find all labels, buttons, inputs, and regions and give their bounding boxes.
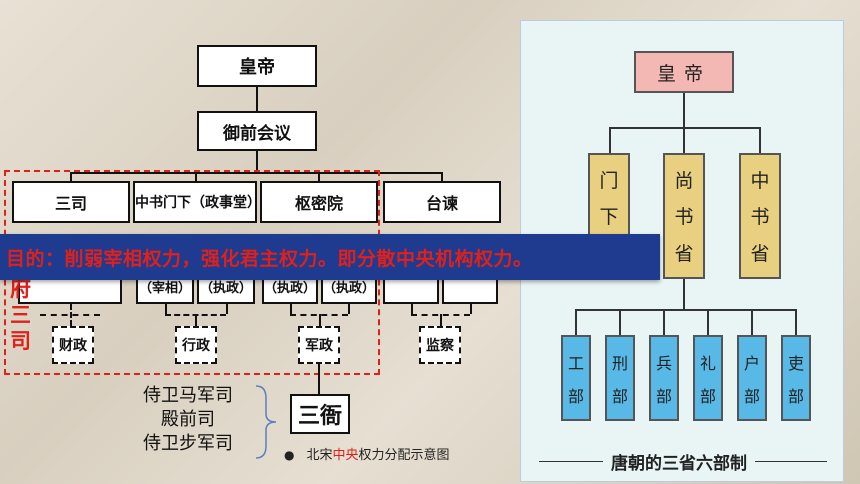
shumiyuan-box: 枢密院 (260, 181, 378, 223)
sub-label-zhizheng-3: （执政） (323, 280, 376, 296)
guard-unit-ma: 侍卫马军司 (143, 385, 233, 406)
taijian-box: 台谏 (383, 181, 501, 223)
song-emperor-box: 皇帝 (197, 45, 317, 87)
sub-label-zhizheng-2: （执政） (264, 280, 317, 296)
taijian-label: 台谏 (425, 194, 458, 213)
tang-emperor-label: 皇帝 (656, 62, 711, 85)
junzheng-box: 军政 (298, 326, 340, 364)
sanya-box: 三衙 (290, 394, 350, 434)
xing-bu-box: 刑 部 (605, 335, 635, 421)
song-caption: ●北宋中央权力分配示意图 (284, 448, 450, 463)
zhongshu-menxia-label: 中书门下（政事堂） (135, 195, 261, 211)
zhongshu-sheng-box: 中 书 省 (739, 153, 781, 279)
zhongshu-menxia-box: 中书门下（政事堂） (133, 181, 261, 223)
xingzheng-label: 行政 (182, 338, 210, 354)
shi-bu-box: 吏 部 (781, 335, 811, 421)
sansi-label: 三司 (54, 194, 87, 213)
song-emperor-label: 皇帝 (239, 57, 275, 78)
sub-label-zhizheng-1: （执政） (199, 280, 252, 296)
shangshu-sheng-box: 尚 书 省 (663, 153, 705, 279)
sub-label-zaixiang: （宰相） (138, 280, 191, 296)
sanya-label: 三衙 (297, 404, 342, 429)
jiancha-label: 监察 (426, 338, 454, 354)
guard-units: 侍卫马军司 殿前司 侍卫步军司 (128, 384, 248, 456)
caizheng-label: 财政 (59, 338, 87, 354)
jiancha-box: 监察 (419, 326, 461, 364)
guard-unit-bu: 侍卫步军司 (143, 433, 233, 454)
tang-caption: 唐朝的三省六部制 (603, 449, 755, 474)
guard-brace-icon (255, 385, 277, 459)
purpose-banner: 目的：削弱宰相权力，强化君主权力。即分散中央机构权力。 (0, 234, 660, 280)
bullet-icon: ● (284, 448, 295, 462)
tang-emperor-box: 皇帝 (634, 51, 734, 93)
gong-bu-box: 工 部 (561, 335, 591, 421)
hu-bu-box: 户 部 (737, 335, 767, 421)
council-box: 御前会议 (197, 111, 317, 151)
guard-unit-dianqian: 殿前司 (161, 409, 215, 430)
li-bu-box: 礼 部 (693, 335, 723, 421)
council-label: 御前会议 (223, 123, 291, 144)
junzheng-label: 军政 (305, 338, 333, 354)
side-label: 府三司 (10, 277, 31, 353)
purpose-banner-text: 目的：削弱宰相权力，强化君主权力。即分散中央机构权力。 (6, 247, 533, 270)
sansi-box: 三司 (12, 181, 130, 223)
xingzheng-box: 行政 (175, 326, 217, 364)
shumiyuan-label: 枢密院 (294, 194, 343, 213)
bing-bu-box: 兵 部 (649, 335, 679, 421)
caizheng-box: 财政 (52, 326, 94, 364)
